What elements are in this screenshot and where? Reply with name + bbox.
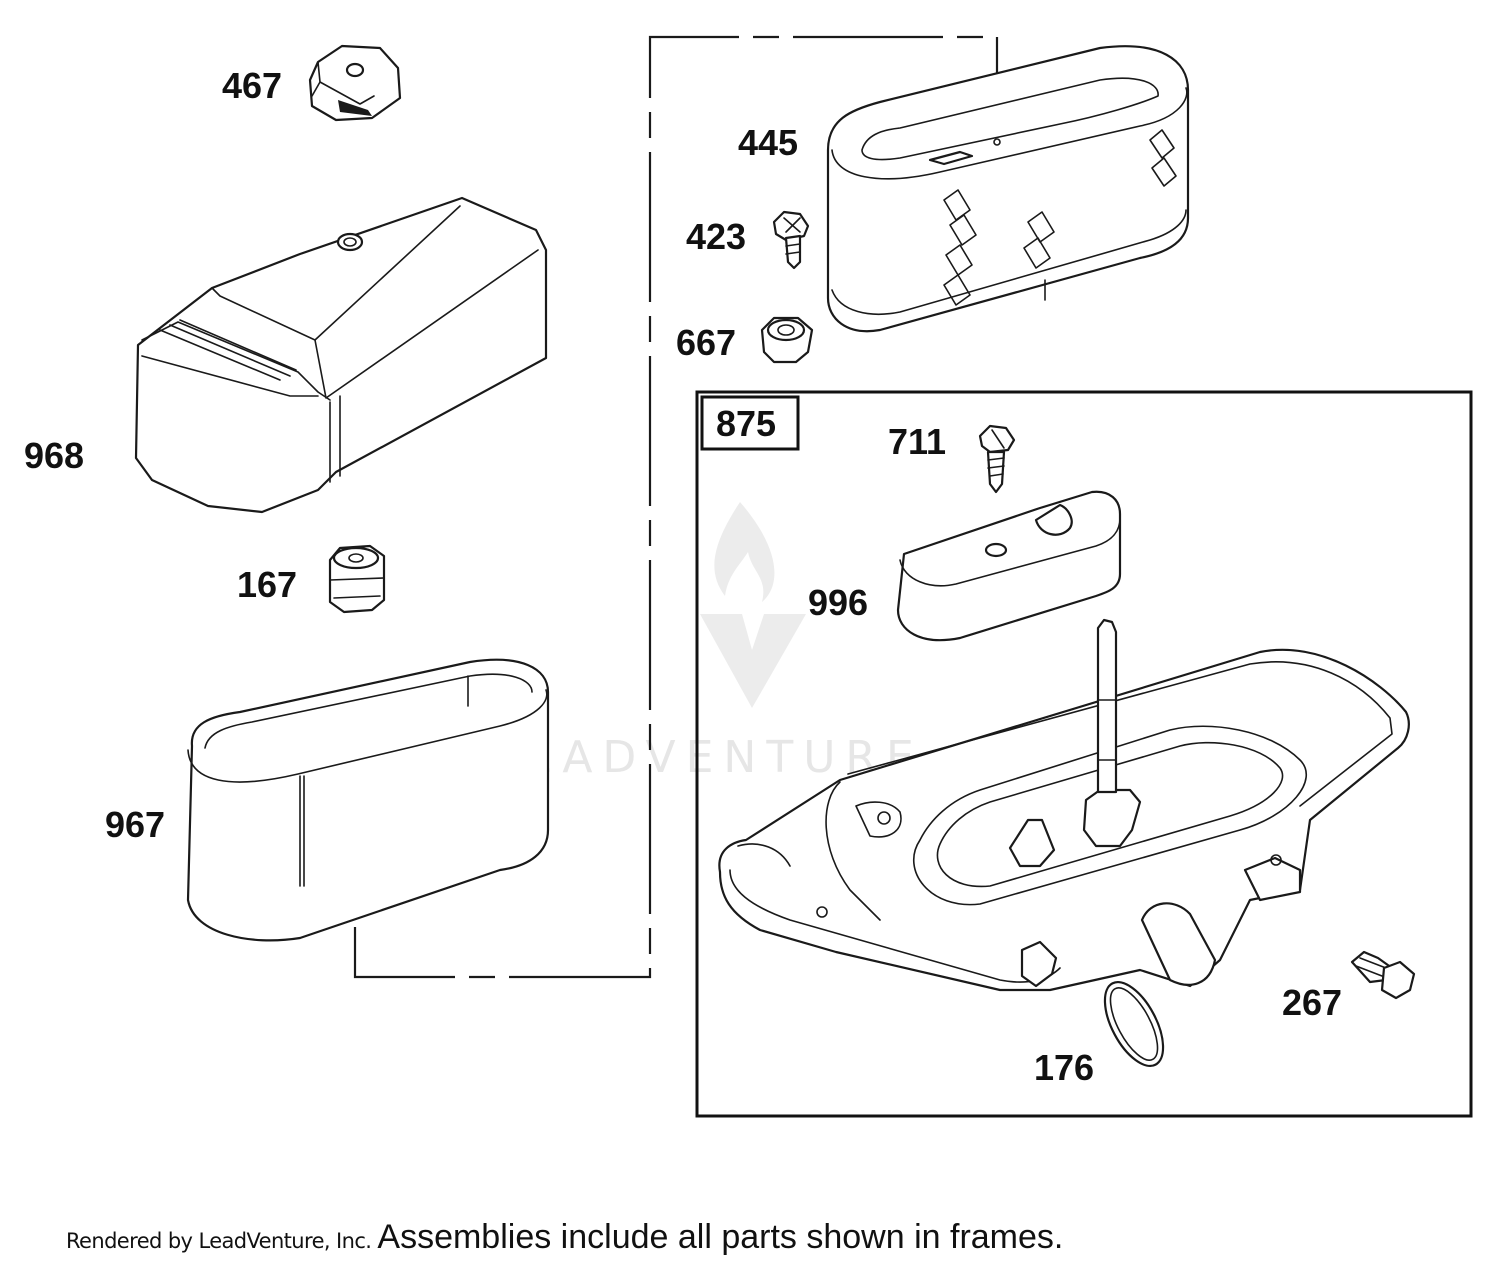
part-967-precleaner: [186, 658, 550, 942]
callout-467: 467: [222, 65, 282, 106]
watermark-text: LEADVENTURE: [490, 732, 924, 783]
part-996-bracket: [896, 490, 1122, 642]
footer-credit: Rendered by LeadVenture, Inc.: [66, 1229, 372, 1253]
assembly-frame-875: 875: [695, 390, 1473, 1118]
footer: Rendered by LeadVenture, Inc.Assemblies …: [66, 1218, 1063, 1257]
part-875-base: [718, 618, 1410, 992]
callout-445: 445: [738, 122, 798, 163]
footer-note: Assemblies include all parts shown in fr…: [377, 1218, 1064, 1256]
part-423-screw: [772, 210, 810, 270]
callout-967: 967: [105, 804, 165, 845]
part-711-bolt: [978, 424, 1016, 494]
frame-label-875: 875: [716, 403, 776, 444]
part-467-knob: [308, 44, 402, 122]
part-968-cover: [134, 196, 548, 514]
callout-167: 167: [237, 564, 297, 605]
callout-267: 267: [1282, 982, 1342, 1023]
callout-996: 996: [808, 582, 868, 623]
assembly-connection-lines: [353, 35, 999, 979]
part-667-nut: [760, 316, 814, 364]
callout-423: 423: [686, 216, 746, 257]
callout-667: 667: [676, 322, 736, 363]
callout-176: 176: [1034, 1047, 1094, 1088]
watermark-logo: LEADVENTURE: [490, 502, 924, 783]
part-176-oring: [1103, 980, 1165, 1068]
part-445-filter: [826, 45, 1190, 333]
part-267-screw: [1350, 950, 1416, 1000]
callout-711: 711: [888, 421, 946, 462]
part-167-grommet: [328, 544, 386, 614]
callout-968: 968: [24, 435, 84, 476]
